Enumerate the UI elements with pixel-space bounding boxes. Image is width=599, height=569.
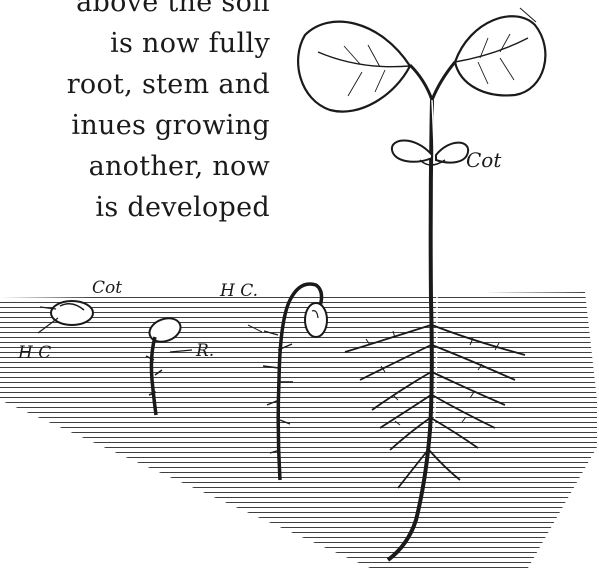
leaf-right — [455, 16, 545, 95]
label-cot-large: Cot — [466, 148, 502, 172]
cotyledon-right — [436, 143, 468, 163]
cotyledon-left — [392, 140, 432, 161]
label-cot-small: Cot — [92, 278, 122, 298]
label-r: R. — [195, 341, 214, 361]
label-hc-left: H C — [17, 343, 51, 363]
soil-cross-section — [0, 292, 597, 568]
label-hc-top: H C. — [219, 281, 258, 301]
